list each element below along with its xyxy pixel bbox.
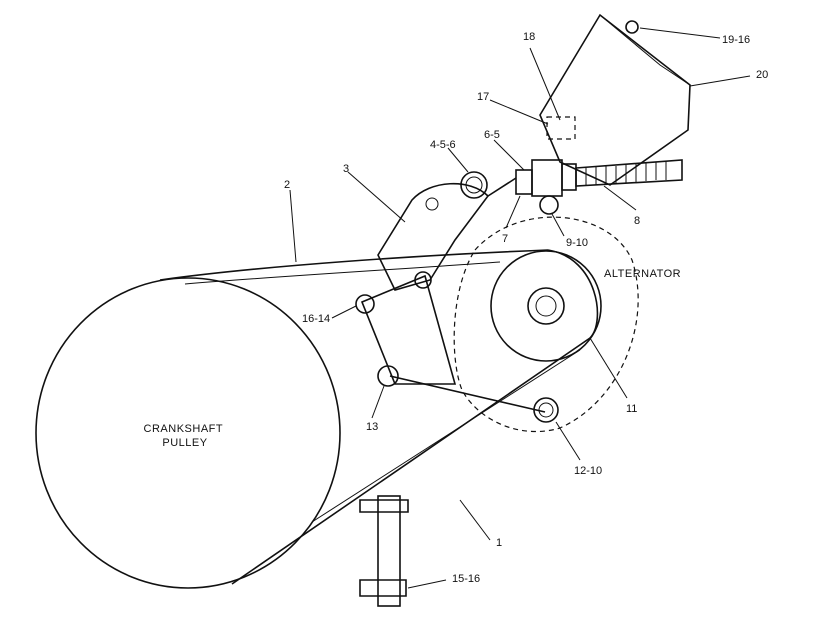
alternator-pulley-hub	[527, 287, 565, 325]
regulator-fitting-17	[546, 116, 576, 140]
adjusting-nut-left	[515, 169, 533, 195]
callout-1: 1	[496, 537, 502, 549]
bracket-hole	[425, 197, 439, 211]
alternator-pulley	[490, 250, 602, 362]
bolt-12-10	[533, 397, 559, 423]
callout-12-10: 12-10	[574, 465, 602, 477]
callout-4-5-6: 4-5-6	[430, 139, 456, 151]
callout-11: 11	[626, 403, 637, 415]
drive-belt-top-inner	[184, 261, 501, 285]
leader-lines	[289, 27, 751, 589]
callout-18: 18	[523, 31, 535, 43]
alternator-housing-outline	[453, 216, 639, 433]
drive-belt-outer	[231, 249, 599, 585]
bolt-9-10	[539, 195, 559, 215]
callout-6-5: 6-5	[484, 129, 500, 141]
callout-17: 17	[477, 91, 489, 103]
drive-belt-inner	[311, 349, 581, 523]
bolt-4-5-6	[460, 171, 488, 199]
lower-stud-nut-bottom	[359, 579, 407, 597]
alternator-label: ALTERNATOR	[604, 268, 681, 280]
callout-8: 8	[634, 215, 640, 227]
callout-9-10: 9-10	[566, 237, 588, 249]
drive-belt-top	[159, 249, 549, 281]
alternator-pulley-shaft	[535, 295, 557, 317]
regulator-terminal-19-16	[625, 20, 639, 34]
callout-2: 2	[284, 179, 290, 191]
adjusting-block	[531, 159, 563, 197]
callout-20: 20	[756, 69, 768, 81]
callout-3: 3	[343, 163, 349, 175]
crankshaft-pulley	[35, 277, 341, 589]
callout-13: 13	[366, 421, 378, 433]
bolt-13	[377, 365, 399, 387]
crankshaft-pulley-label: CRANKSHAFT PULLEY	[144, 423, 227, 449]
bolt-upper-bracket	[414, 271, 432, 289]
lower-brace	[389, 375, 546, 413]
lower-bracket	[360, 274, 457, 385]
bolt-16-14	[355, 294, 375, 314]
callout-15-16: 15-16	[452, 573, 480, 585]
regulator-front-edge	[599, 14, 691, 86]
mounting-bracket	[377, 182, 490, 291]
bolt-4-5-6-inner	[465, 176, 483, 194]
lower-stud-bracket	[377, 495, 401, 607]
bolt-12-10-inner	[538, 402, 554, 418]
callout-19-16: 19-16	[722, 34, 750, 46]
callout-16-14: 16-14	[302, 313, 330, 325]
rod-link	[487, 177, 517, 197]
adjusting-rod	[575, 159, 683, 187]
lower-stud-nut-top	[359, 499, 409, 513]
callout-7: 7	[502, 233, 508, 245]
